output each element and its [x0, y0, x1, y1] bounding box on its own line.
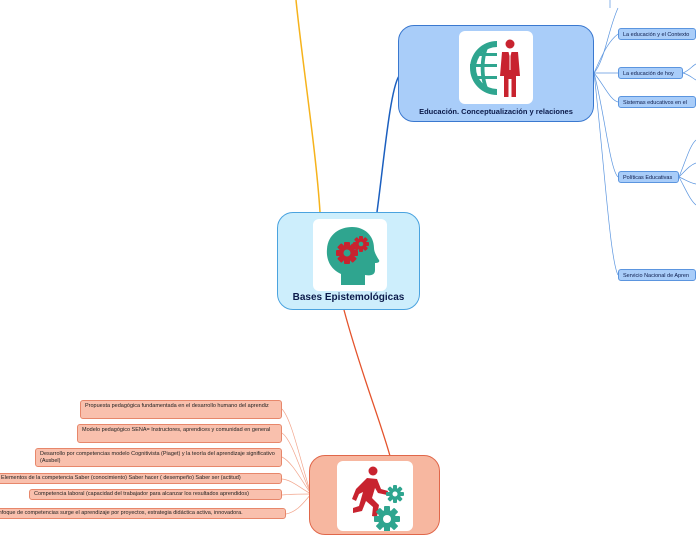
topic-education-context[interactable]: La educación y el Contexto — [618, 28, 696, 40]
globe-businessman-icon — [459, 31, 533, 104]
competencies-branch-line — [343, 309, 391, 457]
education-branch-line — [376, 75, 400, 213]
leaf-sena-model[interactable]: Modelo pedagógico SENA= Instructores, ap… — [77, 424, 282, 443]
education-topic-node[interactable]: Educación. Conceptualización y relacione… — [398, 25, 594, 122]
connector-lines — [281, 0, 696, 515]
leaf-pedagogical-proposal[interactable]: Propuesta pedagógica fundamentada en el … — [80, 400, 282, 419]
topic-education-today[interactable]: La educación de hoy — [618, 67, 683, 79]
topic-education-policies[interactable]: Políticas Educativas — [618, 171, 679, 183]
leaf-competency-elements[interactable]: Elementos de la competencia Saber (conoc… — [0, 473, 282, 484]
leaf-project-learning[interactable]: Enfoque de competencias surge el aprendi… — [0, 508, 286, 519]
head-gears-icon — [313, 219, 387, 291]
competencies-topic-node[interactable] — [309, 455, 440, 535]
yellow-branch-line — [295, 0, 321, 213]
runner-gears-icon — [337, 461, 413, 531]
central-topic-node[interactable]: Bases Epistemológicas — [277, 212, 420, 310]
topic-sena-service[interactable]: Servicio Nacional de Apren — [618, 269, 696, 281]
leaf-cognitivist-model[interactable]: Desarrollo por competencias modelo Cogni… — [35, 448, 282, 467]
competency-leaf-lines — [281, 408, 312, 515]
topic-sub-lines — [678, 33, 696, 206]
education-topic-lines — [593, 0, 619, 276]
leaf-labor-competency[interactable]: Competencia laboral (capacidad del traba… — [29, 489, 282, 500]
topic-education-systems[interactable]: Sistemas educativos en el — [618, 96, 696, 108]
education-topic-title: Educación. Conceptualización y relacione… — [419, 107, 573, 116]
central-topic-title: Bases Epistemológicas — [292, 292, 405, 303]
